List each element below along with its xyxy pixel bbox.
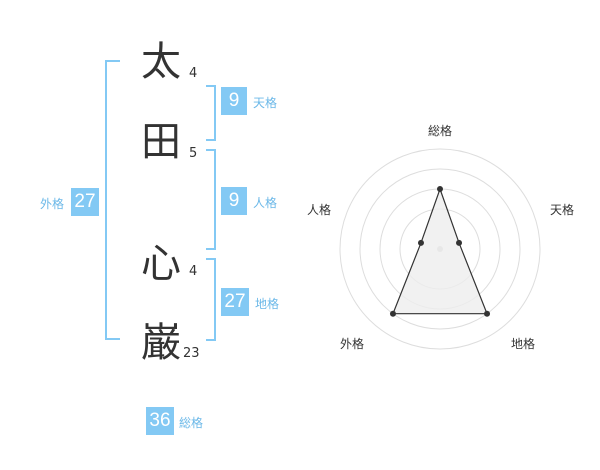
jinkaku-value: 9 <box>221 187 247 215</box>
name-char-1-strokes: 4 <box>189 66 198 81</box>
chikaku-value: 27 <box>221 288 249 316</box>
jinkaku-bracket <box>206 149 216 250</box>
radar-point-1 <box>456 239 463 246</box>
radar-label-tenkaku: 天格 <box>550 203 575 217</box>
soukaku-label: 総格 <box>179 416 204 430</box>
radar-point-4 <box>417 239 424 246</box>
radar-ring <box>339 148 541 350</box>
tenkaku-label: 天格 <box>253 96 278 110</box>
radar-point-3 <box>389 310 396 317</box>
radar-label-gaikaku: 外格 <box>340 337 365 351</box>
name-char-3-strokes: 4 <box>189 264 198 279</box>
name-char-4: 巌 <box>141 320 181 366</box>
tenkaku-value: 9 <box>221 87 247 115</box>
name-char-2-strokes: 5 <box>189 146 198 161</box>
radar-polygon <box>392 187 488 315</box>
name-char-4-strokes: 23 <box>183 346 200 361</box>
chikaku-bracket <box>206 258 216 341</box>
tenkaku-bracket <box>206 85 216 141</box>
name-char-2: 田 <box>141 119 181 165</box>
radar-label-jinkaku: 人格 <box>307 203 332 217</box>
name-char-1: 太 <box>141 39 181 85</box>
soukaku-value: 36 <box>146 407 174 435</box>
radar-label-soukaku: 総格 <box>428 124 453 138</box>
radar-point-0 <box>437 186 443 192</box>
radar-ring <box>359 168 521 330</box>
radar-label-chikaku: 地格 <box>511 337 536 351</box>
gaikaku-value: 27 <box>71 188 99 216</box>
gaikaku-label: 外格 <box>40 197 65 211</box>
radar-point-2 <box>484 310 491 317</box>
jinkaku-label: 人格 <box>253 196 278 210</box>
chikaku-label: 地格 <box>255 297 280 311</box>
gaikaku-bracket <box>105 60 120 340</box>
name-char-3: 心 <box>141 241 181 287</box>
